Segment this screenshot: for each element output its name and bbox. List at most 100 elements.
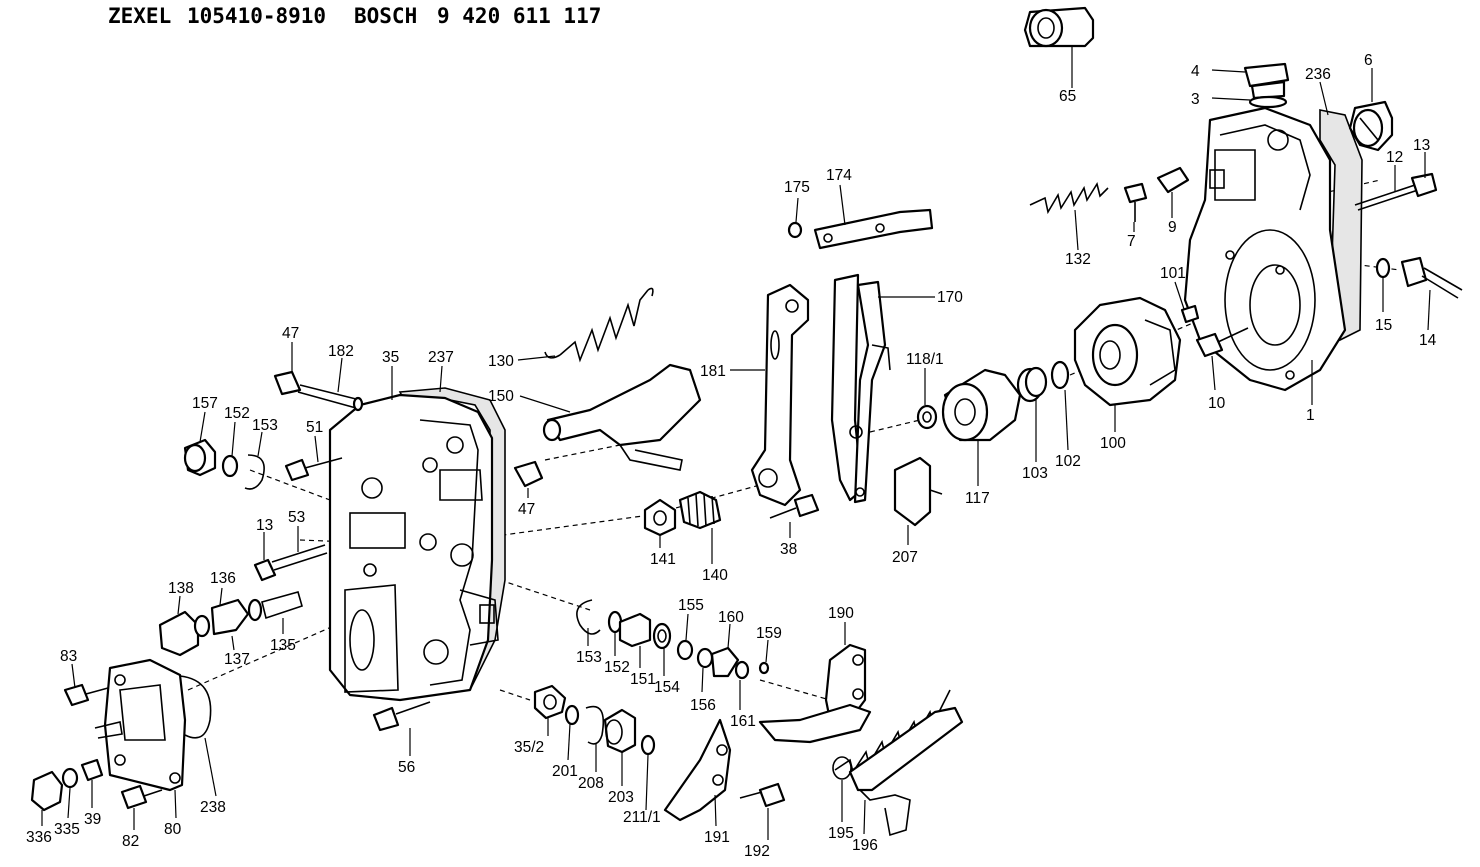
label-156: 156 xyxy=(690,697,716,714)
part-35-governor-cover xyxy=(328,366,499,702)
label-7: 7 xyxy=(1127,233,1136,250)
part-38-screw xyxy=(769,493,820,538)
label-102: 102 xyxy=(1055,453,1081,470)
part-101-pin xyxy=(1174,281,1200,324)
part-83-screw xyxy=(63,663,109,707)
label-103: 103 xyxy=(1022,465,1048,482)
part-335-washer xyxy=(61,767,79,819)
label-141: 141 xyxy=(650,551,676,568)
label-136: 136 xyxy=(210,570,236,587)
part-6-plug xyxy=(1348,68,1394,152)
label-201: 201 xyxy=(552,763,578,780)
part-9-plate xyxy=(1156,166,1190,218)
part-336-cap-nut xyxy=(30,770,64,826)
label-151: 151 xyxy=(630,671,656,688)
part-196-shaft xyxy=(848,706,964,837)
label-211-1: 211/1 xyxy=(623,809,661,826)
part-203-bushing xyxy=(603,708,637,786)
label-181: 181 xyxy=(700,363,726,380)
part-47-bolt-left xyxy=(273,342,302,396)
label-237: 237 xyxy=(428,349,454,366)
label-155: 155 xyxy=(678,597,704,614)
part-65-coupling-nut xyxy=(1023,6,1095,88)
part-156-washer xyxy=(696,647,714,693)
label-157: 157 xyxy=(192,395,218,412)
part-15-washer xyxy=(1375,257,1391,312)
label-196: 196 xyxy=(852,837,878,854)
label-174: 174 xyxy=(826,167,852,184)
part-51-screw xyxy=(284,435,343,482)
label-51: 51 xyxy=(306,419,323,436)
label-195: 195 xyxy=(828,825,854,842)
zexel-part-number: 105410-8910 xyxy=(187,4,327,28)
part-157-cap xyxy=(183,411,217,477)
part-100-flyweight xyxy=(1073,296,1182,432)
part-153-clip-left xyxy=(244,431,265,490)
label-53: 53 xyxy=(288,509,305,526)
part-137-screw xyxy=(231,635,235,651)
label-208: 208 xyxy=(578,775,604,792)
part-136-nut xyxy=(193,587,250,638)
label-13-top: 13 xyxy=(1413,137,1430,154)
label-153-right: 153 xyxy=(576,649,602,666)
part-135-screw xyxy=(247,591,303,634)
part-140-spring xyxy=(678,490,722,564)
label-161: 161 xyxy=(730,713,756,730)
label-14: 14 xyxy=(1419,332,1437,349)
part-201-o-ring xyxy=(564,704,580,761)
label-13-left: 13 xyxy=(256,517,273,534)
part-181-lever xyxy=(730,283,810,507)
part-236-gasket-leader xyxy=(1319,81,1329,116)
part-138-cap-nut xyxy=(158,595,200,657)
part-80-cover-plate xyxy=(94,658,187,819)
label-159: 159 xyxy=(756,625,782,642)
label-47-left: 47 xyxy=(282,325,299,342)
part-130-spring xyxy=(517,287,654,363)
label-83: 83 xyxy=(60,648,77,665)
part-154-seal xyxy=(652,622,672,676)
label-12: 12 xyxy=(1386,149,1403,166)
label-236: 236 xyxy=(1305,66,1331,83)
label-336: 336 xyxy=(26,829,52,846)
label-47-center: 47 xyxy=(518,501,535,518)
label-175: 175 xyxy=(784,179,810,196)
part-47-bolt-center xyxy=(513,460,544,498)
part-12-screw xyxy=(1354,165,1438,211)
label-160: 160 xyxy=(718,609,744,626)
part-192-screw xyxy=(739,782,786,840)
label-135: 135 xyxy=(270,637,296,654)
brand-zexel: ZEXEL xyxy=(108,4,172,28)
label-182: 182 xyxy=(328,343,354,360)
label-191: 191 xyxy=(704,829,730,846)
part-102-washer xyxy=(1050,360,1070,451)
part-207-block xyxy=(893,456,943,545)
label-207: 207 xyxy=(892,549,918,566)
part-161-washer xyxy=(734,660,750,710)
label-150: 150 xyxy=(488,388,514,405)
label-4: 4 xyxy=(1191,63,1200,80)
label-80: 80 xyxy=(164,821,182,838)
brand-bosch: BOSCH xyxy=(354,4,418,28)
part-117-sleeve xyxy=(941,368,1022,486)
label-152-right: 152 xyxy=(604,659,630,676)
part-153-clip-right xyxy=(576,599,601,646)
part-211-1-washer xyxy=(640,734,656,811)
label-190: 190 xyxy=(828,605,854,622)
part-14-bolt xyxy=(1400,256,1463,331)
label-39: 39 xyxy=(84,811,101,828)
part-174-link xyxy=(813,184,934,250)
label-170: 170 xyxy=(937,289,963,306)
part-152-o-ring-left xyxy=(221,421,239,478)
part-182-pin xyxy=(297,357,364,412)
part-10-screw xyxy=(1195,327,1249,391)
part-39-nut xyxy=(80,758,104,808)
part-141-nut xyxy=(643,498,677,548)
label-1: 1 xyxy=(1306,407,1315,424)
part-13-lock-washer-left xyxy=(253,532,277,582)
label-35: 35 xyxy=(382,349,399,366)
part-number-labels: 65 4 3 236 6 13 12 175 174 7 9 132 101 1… xyxy=(26,52,1437,860)
bosch-part-number: 9 420 611 117 xyxy=(437,4,602,28)
part-160-bushing xyxy=(710,623,740,678)
label-130: 130 xyxy=(488,353,514,370)
